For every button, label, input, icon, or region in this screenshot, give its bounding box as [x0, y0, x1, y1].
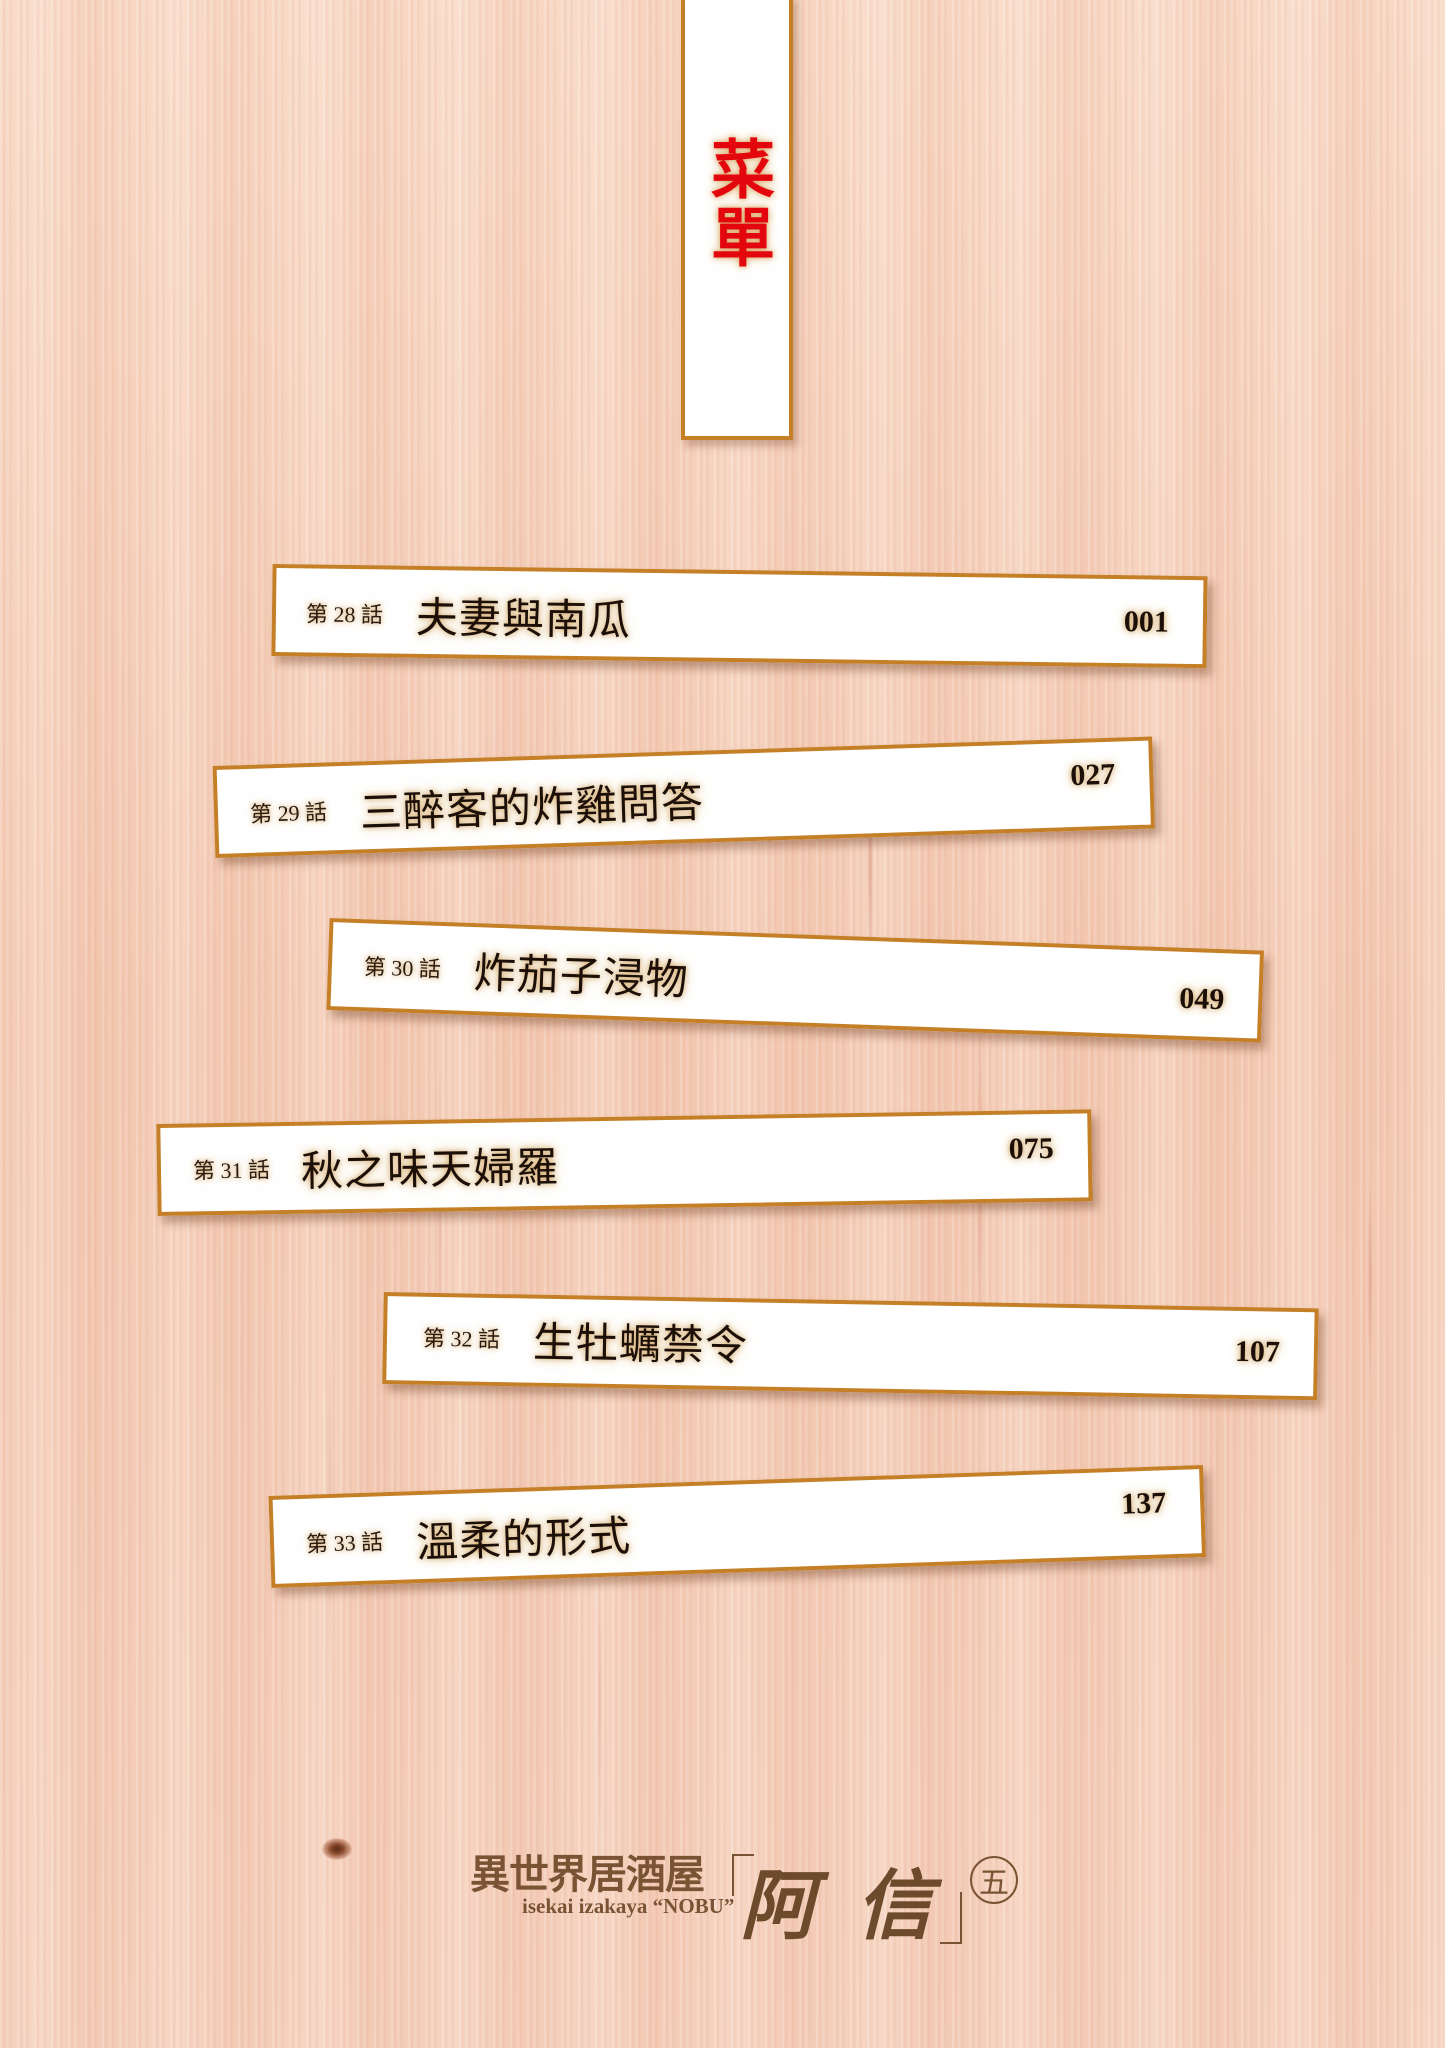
chapter-page: 001 — [1123, 605, 1170, 639]
open-bracket-icon — [732, 1854, 754, 1896]
chapter-number: 第 28 話 — [305, 601, 384, 628]
volume-badge: 五 — [970, 1856, 1018, 1904]
chapter-page: 049 — [1178, 981, 1225, 1017]
chapter-title: 秋之味天婦羅 — [300, 1142, 560, 1196]
chapter-page: 107 — [1234, 1334, 1281, 1369]
chapter-entry-32[interactable]: 第 32 話 生牡蠣禁令 107 — [382, 1292, 1319, 1401]
close-bracket-icon — [940, 1892, 962, 1944]
brand-name: 阿信 — [740, 1861, 972, 1950]
chapter-entry-33[interactable]: 第 33 話 溫柔的形式 137 — [268, 1465, 1207, 1588]
chapter-title: 三醉客的炸雞問答 — [359, 777, 705, 838]
series-romaji: isekai izakaya “NOBU” — [522, 1894, 735, 1918]
chapter-number: 第 32 話 — [422, 1325, 501, 1353]
chapter-number: 第 29 話 — [249, 799, 328, 827]
series-logo: 異世界居酒屋 isekai izakaya “NOBU” 阿信 五 — [470, 1836, 1030, 1950]
chapter-page: 137 — [1120, 1486, 1167, 1521]
wood-knot — [322, 1838, 352, 1860]
chapter-entry-29[interactable]: 第 29 話 三醉客的炸雞問答 027 — [212, 736, 1155, 858]
chapter-title: 生牡蠣禁令 — [532, 1317, 749, 1371]
menu-title-banner: 菜單 — [681, 0, 793, 440]
chapter-entry-31[interactable]: 第 31 話 秋之味天婦羅 075 — [156, 1109, 1093, 1216]
page-title: 菜單 — [700, 136, 775, 272]
chapter-title: 炸茄子浸物 — [472, 948, 690, 1005]
chapter-title: 夫妻與南瓜 — [415, 592, 632, 645]
chapter-entry-30[interactable]: 第 30 話 炸茄子浸物 049 — [326, 918, 1265, 1043]
chapter-number: 第 31 話 — [192, 1157, 271, 1184]
series-title: 異世界居酒屋 — [470, 1851, 705, 1898]
chapter-page: 075 — [1008, 1131, 1055, 1166]
chapter-title: 溫柔的形式 — [415, 1511, 632, 1568]
chapter-number: 第 30 話 — [363, 954, 442, 982]
chapter-number: 第 33 話 — [305, 1529, 384, 1557]
chapter-page: 027 — [1069, 757, 1116, 793]
chapter-entry-28[interactable]: 第 28 話 夫妻與南瓜 001 — [271, 564, 1208, 669]
